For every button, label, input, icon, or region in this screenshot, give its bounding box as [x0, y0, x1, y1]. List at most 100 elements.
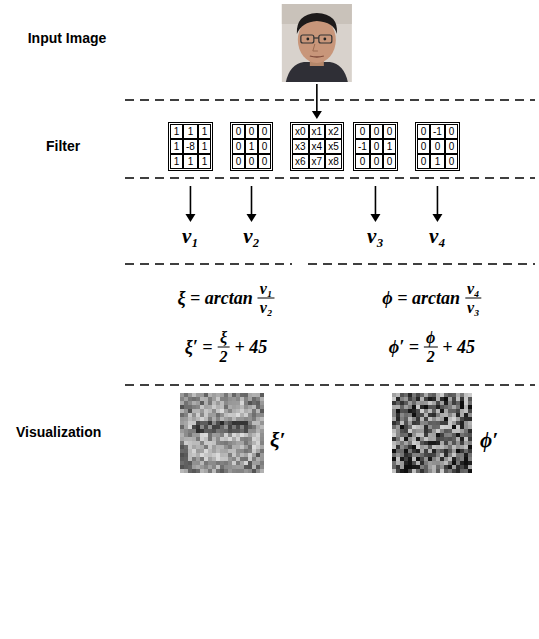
noise-pixel: [424, 405, 428, 409]
noise-pixel: [404, 465, 408, 469]
noise-pixel: [212, 409, 216, 413]
noise-pixel: [204, 417, 208, 421]
noise-pixel: [416, 421, 420, 425]
noise-pixel: [456, 441, 460, 445]
noise-pixel: [424, 437, 428, 441]
noise-pixel: [408, 449, 412, 453]
kernel-cell: x2: [325, 124, 342, 139]
noise-pixel: [228, 401, 232, 405]
noise-pixel: [208, 425, 212, 429]
noise-pixel: [260, 409, 264, 413]
noise-pixel: [452, 453, 456, 457]
noise-pixel: [408, 413, 412, 417]
noise-pixel: [208, 461, 212, 465]
noise-pixel: [196, 449, 200, 453]
noise-pixel: [192, 461, 196, 465]
noise-pixel: [408, 429, 412, 433]
noise-pixel: [200, 401, 204, 405]
noise-pixel: [232, 405, 236, 409]
noise-pixel: [256, 429, 260, 433]
noise-pixel: [188, 457, 192, 461]
noise-pixel: [412, 401, 416, 405]
noise-pixel: [200, 461, 204, 465]
noise-pixel: [256, 465, 260, 469]
noise-pixel: [432, 401, 436, 405]
noise-pixel: [420, 401, 424, 405]
noise-pixel: [224, 401, 228, 405]
noise-pixel: [228, 413, 232, 417]
noise-pixel: [420, 465, 424, 469]
noise-pixel: [416, 401, 420, 405]
noise-pixel: [188, 405, 192, 409]
noise-pixel: [240, 465, 244, 469]
glasses: [319, 35, 332, 43]
noise-pixel: [460, 429, 464, 433]
noise-pixel: [184, 409, 188, 413]
noise-pixel: [464, 397, 468, 401]
noise-pixel: [224, 461, 228, 465]
kernel-cell: 1: [183, 124, 198, 139]
visualization-label: ϕ′: [480, 428, 498, 453]
noise-pixel: [184, 401, 188, 405]
noise-pixel: [196, 425, 200, 429]
noise-pixel: [468, 409, 472, 413]
noise-pixel: [204, 429, 208, 433]
noise-pixel: [420, 461, 424, 465]
noise-pixel: [236, 409, 240, 413]
noise-pixel: [220, 397, 224, 401]
noise-pixel: [228, 409, 232, 413]
noise-pixel: [228, 445, 232, 449]
noise-pixel: [252, 457, 256, 461]
noise-pixel: [248, 469, 252, 473]
noise-pixel: [240, 409, 244, 413]
noise-pixel: [408, 453, 412, 457]
eye: [306, 38, 309, 41]
noise-pixel: [204, 445, 208, 449]
noise-pixel: [216, 405, 220, 409]
noise-pixel: [196, 393, 200, 397]
noise-pixel: [188, 429, 192, 433]
noise-pixel: [224, 457, 228, 461]
noise-pixel: [404, 417, 408, 421]
noise-pixel: [452, 405, 456, 409]
noise-pixel: [416, 457, 420, 461]
noise-pixel: [396, 453, 400, 457]
noise-pixel: [436, 469, 440, 473]
noise-pixel: [224, 445, 228, 449]
noise-pixel: [200, 449, 204, 453]
noise-pixel: [416, 469, 420, 473]
noise-pixel: [460, 397, 464, 401]
noise-pixel: [428, 421, 432, 425]
noise-pixel: [232, 457, 236, 461]
kernel-cell: 1: [183, 154, 198, 169]
noise-pixel: [252, 441, 256, 445]
noise-pixel: [456, 445, 460, 449]
noise-pixel: [216, 457, 220, 461]
noise-pixel: [436, 409, 440, 413]
noise-pixel: [428, 445, 432, 449]
kernel-cell: 0: [445, 139, 458, 154]
noise-pixel: [244, 465, 248, 469]
noise-pixel: [404, 461, 408, 465]
noise-pixel: [200, 417, 204, 421]
noise-pixel: [404, 405, 408, 409]
noise-pixel: [416, 449, 420, 453]
noise-pixel: [184, 449, 188, 453]
noise-pixel: [192, 401, 196, 405]
noise-pixel: [200, 457, 204, 461]
noise-pixel: [452, 417, 456, 421]
noise-pixel: [460, 465, 464, 469]
formula-text: + 45: [442, 337, 475, 358]
noise-pixel: [240, 457, 244, 461]
noise-pixel: [440, 397, 444, 401]
noise-pixel: [192, 469, 196, 473]
kernel-cell: 0: [430, 139, 445, 154]
noise-pixel: [400, 461, 404, 465]
fraction: ϕ2: [424, 329, 437, 366]
kernel-cell: 0: [370, 154, 383, 169]
noise-pixel: [456, 429, 460, 433]
noise-pixel: [180, 433, 184, 437]
kernel-cell: x8: [325, 154, 342, 169]
noise-pixel: [204, 469, 208, 473]
noise-pixel: [240, 469, 244, 473]
